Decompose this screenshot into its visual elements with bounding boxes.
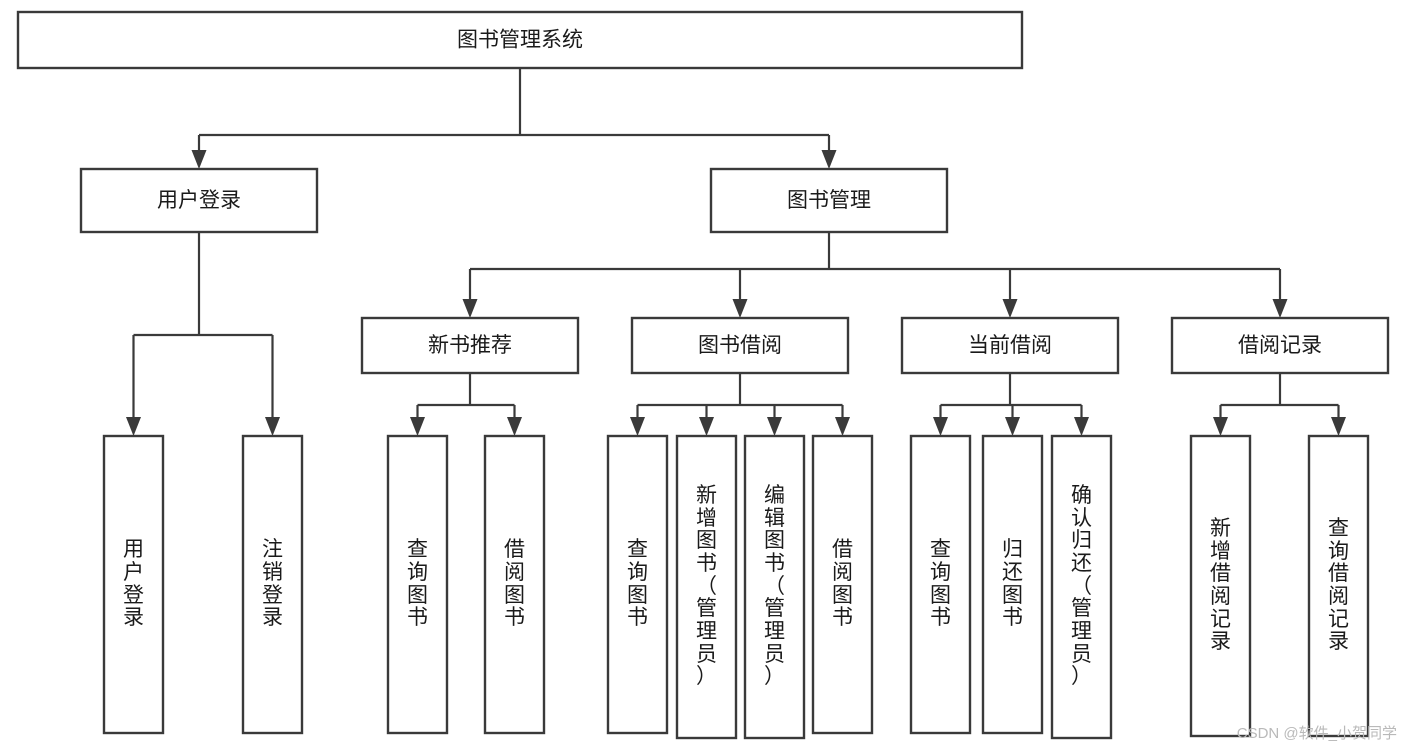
node-box-root[interactable]: [16, 10, 1024, 70]
watermark-text: CSDN @软件_小贺同学: [1236, 725, 1397, 742]
node-box-leaf_new_0[interactable]: [386, 434, 449, 735]
node-label-l2_1: 图书借阅: [698, 334, 782, 357]
node-box-leaf_rec_1[interactable]: [1307, 434, 1370, 738]
node-box-leaf_rec_0[interactable]: [1189, 434, 1252, 738]
arrow-head-icon: [767, 417, 782, 436]
node-label-l2_3: 借阅记录: [1238, 334, 1322, 357]
node-box-leaf_cur_0[interactable]: [909, 434, 972, 735]
node-label-l2_2: 当前借阅: [968, 334, 1052, 357]
node-box-leaf_login_0[interactable]: [102, 434, 165, 735]
node-box-l2_3[interactable]: [1170, 316, 1390, 375]
arrow-head-icon: [1272, 299, 1288, 318]
node-box-leaf_borrow_3[interactable]: [811, 434, 874, 735]
arrow-head-icon: [1005, 417, 1020, 436]
node-box-leaf_cur_2[interactable]: [1050, 434, 1113, 740]
node-label-l2_0: 新书推荐: [428, 334, 512, 357]
arrow-head-icon: [410, 417, 425, 436]
node-box-leaf_borrow_1[interactable]: [675, 434, 738, 740]
arrow-head-icon: [265, 417, 280, 436]
node-label-l1_1: 图书管理: [787, 189, 871, 212]
arrow-head-icon: [732, 299, 748, 318]
arrow-head-icon: [821, 150, 837, 169]
node-box-leaf_new_1[interactable]: [483, 434, 546, 735]
node-label-root: 图书管理系统: [457, 29, 583, 52]
node-box-leaf_borrow_0[interactable]: [606, 434, 669, 735]
boxes-layer: [16, 10, 1390, 740]
arrow-head-icon: [1213, 417, 1228, 436]
node-box-l1_1[interactable]: [709, 167, 949, 234]
edges-layer: [126, 68, 1346, 436]
node-label-l1_0: 用户登录: [157, 189, 241, 212]
arrow-head-icon: [835, 417, 850, 436]
node-box-l2_2[interactable]: [900, 316, 1120, 375]
arrow-head-icon: [1002, 299, 1018, 318]
node-box-l1_0[interactable]: [79, 167, 319, 234]
arrow-head-icon: [1331, 417, 1346, 436]
node-box-l2_0[interactable]: [360, 316, 580, 375]
arrow-head-icon: [126, 417, 141, 436]
arrow-head-icon: [507, 417, 522, 436]
arrow-head-icon: [699, 417, 714, 436]
arrow-head-icon: [630, 417, 645, 436]
arrow-head-icon: [191, 150, 207, 169]
node-box-leaf_borrow_2[interactable]: [743, 434, 806, 740]
arrow-head-icon: [462, 299, 478, 318]
node-box-l2_1[interactable]: [630, 316, 850, 375]
node-box-leaf_login_1[interactable]: [241, 434, 304, 735]
arrow-head-icon: [933, 417, 948, 436]
node-box-leaf_cur_1[interactable]: [981, 434, 1044, 735]
arrow-head-icon: [1074, 417, 1089, 436]
